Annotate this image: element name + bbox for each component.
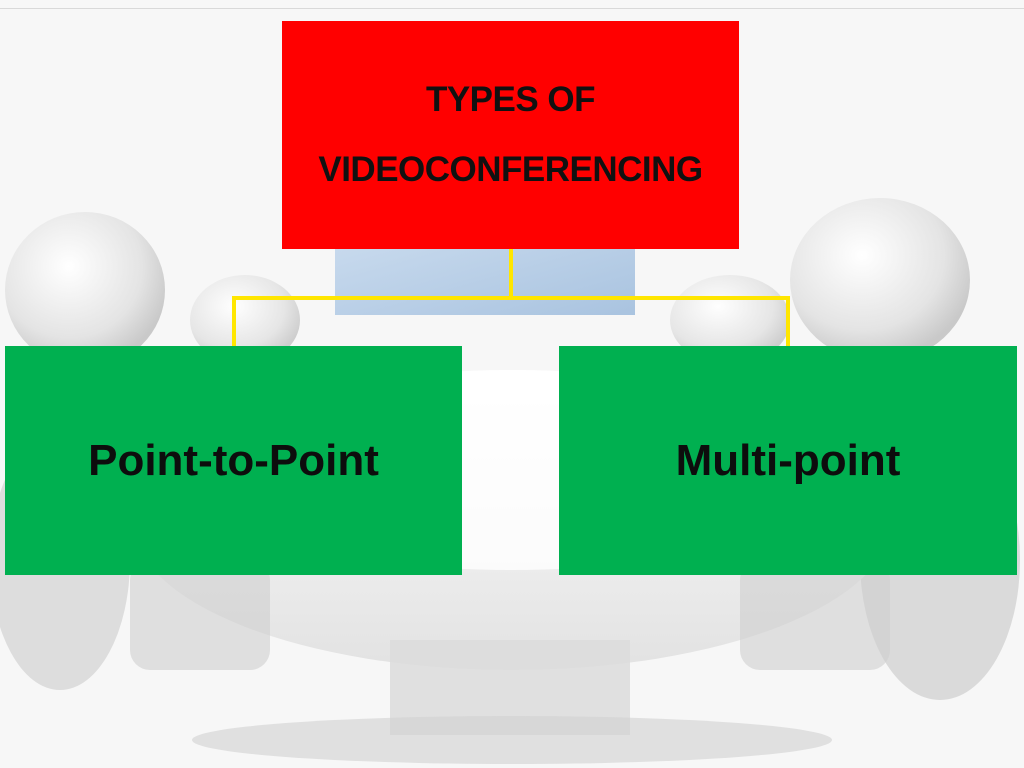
root-node: TYPES OF VIDEOCONFERENCING — [282, 21, 739, 249]
connector-trunk — [509, 249, 513, 299]
child-node-multi-point: Multi-point — [559, 346, 1017, 575]
child-node-point-to-point: Point-to-Point — [5, 346, 462, 575]
figure-right-head — [790, 198, 970, 362]
figure-left-head — [5, 212, 165, 368]
table-base — [192, 716, 832, 764]
connector-horizontal — [232, 296, 790, 300]
chair-right — [740, 560, 890, 670]
child-node-label: Point-to-Point — [88, 435, 379, 485]
root-node-title-line2: VIDEOCONFERENCING — [318, 150, 703, 189]
connector-left-drop — [232, 296, 236, 346]
top-divider — [0, 8, 1024, 9]
connector-right-drop — [786, 296, 790, 346]
child-node-label: Multi-point — [675, 435, 901, 485]
chair-left — [130, 560, 270, 670]
root-node-title-line1: TYPES OF — [425, 80, 596, 119]
